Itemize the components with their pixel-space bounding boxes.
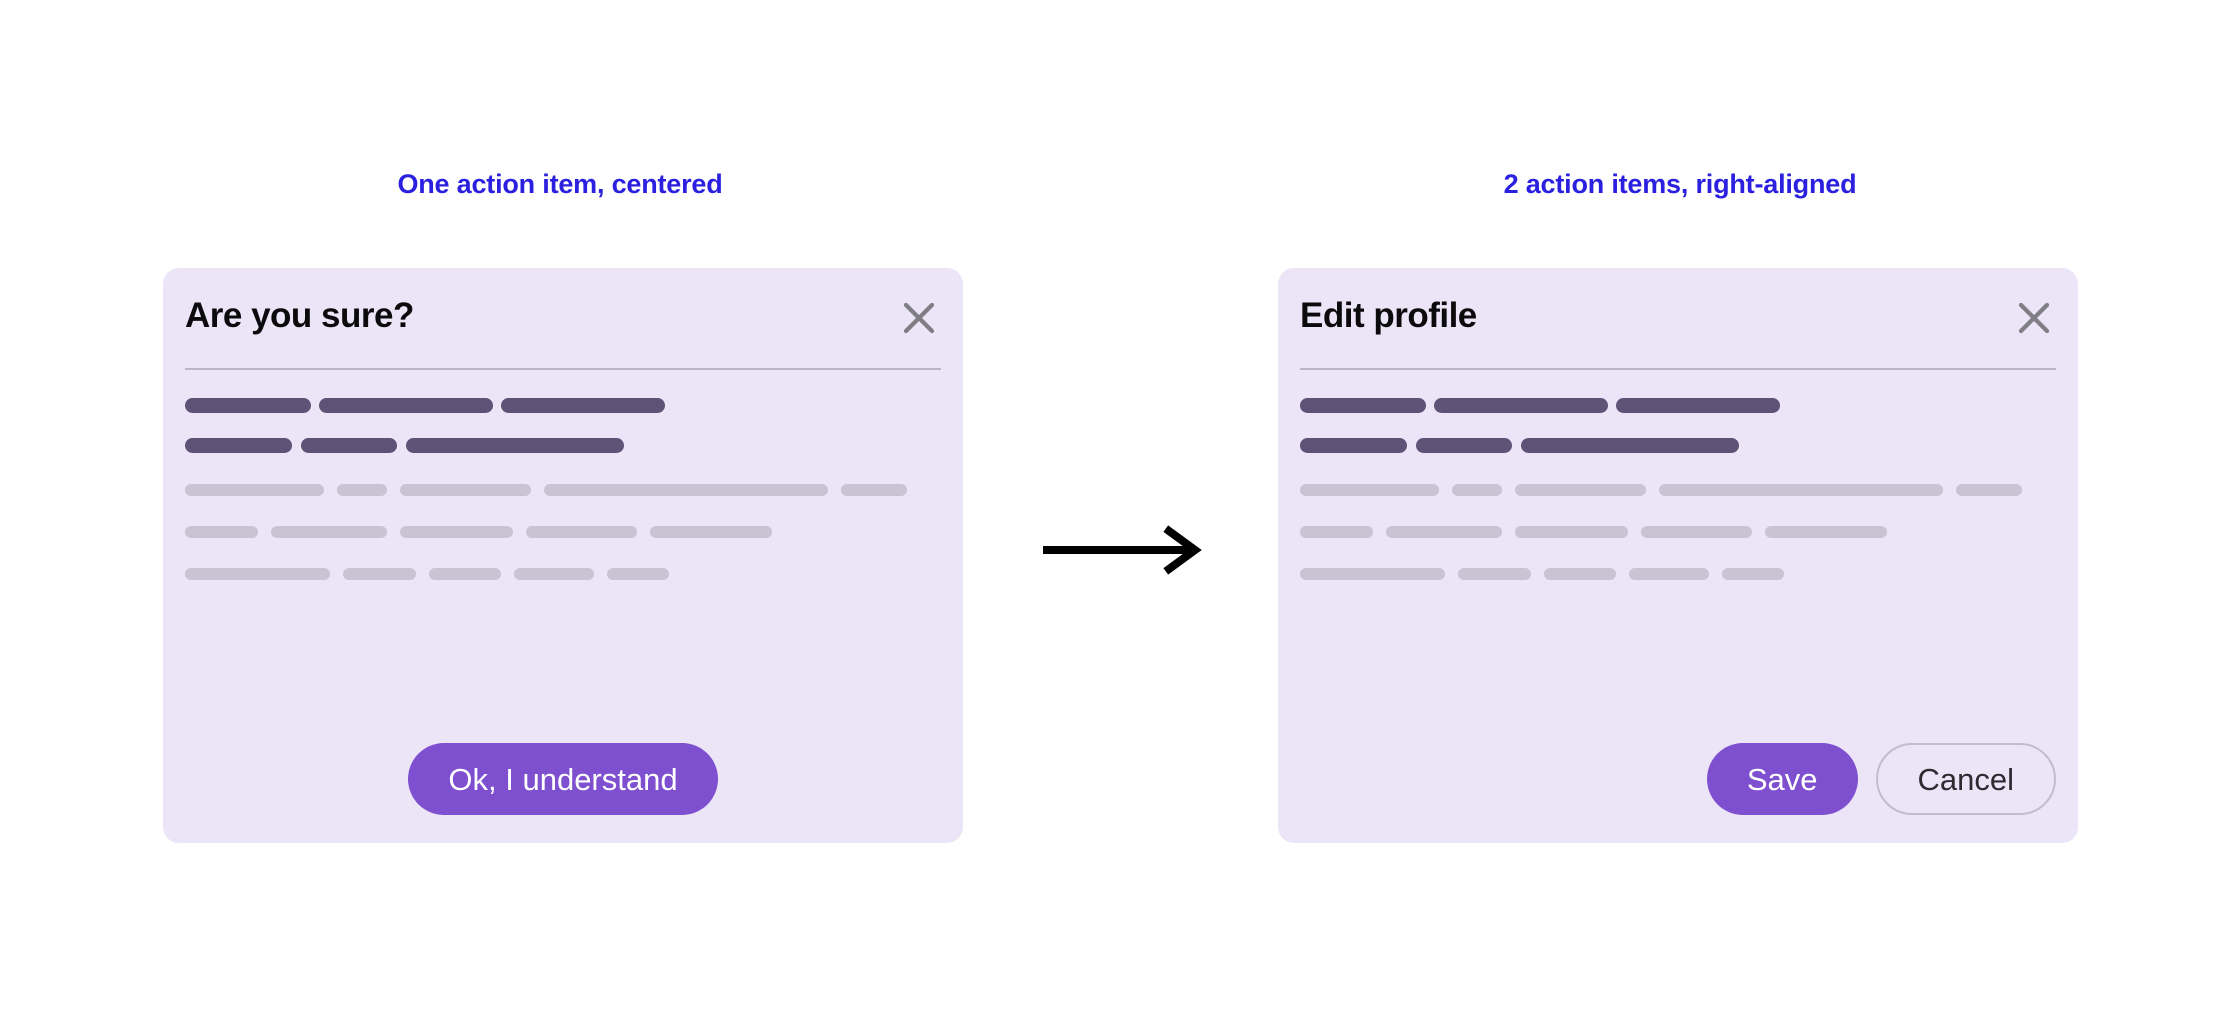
skeleton-row bbox=[1300, 568, 2056, 580]
skeleton-bar bbox=[514, 568, 594, 580]
skeleton-bar bbox=[185, 438, 292, 453]
skeleton-bar bbox=[185, 398, 311, 413]
close-icon[interactable] bbox=[897, 296, 941, 340]
skeleton-bar bbox=[1416, 438, 1512, 453]
header-divider bbox=[1300, 368, 2056, 370]
skeleton-bar bbox=[544, 484, 828, 496]
skeleton-bar bbox=[1544, 568, 1616, 580]
skeleton-bar bbox=[406, 438, 624, 453]
skeleton-bar bbox=[1434, 398, 1608, 413]
skeleton-bar bbox=[1300, 568, 1445, 580]
skeleton-bar bbox=[841, 484, 907, 496]
skeleton-bar bbox=[1515, 526, 1628, 538]
skeleton-bar bbox=[400, 484, 531, 496]
close-icon[interactable] bbox=[2012, 296, 2056, 340]
dialog-title: Are you sure? bbox=[185, 296, 414, 335]
skeleton-row bbox=[185, 398, 941, 413]
skeleton-bar bbox=[1452, 484, 1502, 496]
skeleton-bar bbox=[185, 568, 330, 580]
skeleton-bar bbox=[1521, 438, 1739, 453]
skeleton-row bbox=[185, 526, 941, 538]
skeleton-bar bbox=[271, 526, 387, 538]
skeleton-bar bbox=[1956, 484, 2022, 496]
skeleton-bar bbox=[429, 568, 501, 580]
skeleton-bar bbox=[1300, 526, 1373, 538]
skeleton-bar bbox=[337, 484, 387, 496]
skeleton-row bbox=[1300, 398, 2056, 413]
dialog-header: Edit profile bbox=[1278, 268, 2078, 370]
skeleton-bar bbox=[1629, 568, 1709, 580]
skeleton-row bbox=[1300, 484, 2056, 496]
skeleton-bar bbox=[1300, 398, 1426, 413]
cancel-button[interactable]: Cancel bbox=[1875, 743, 2056, 815]
skeleton-bar bbox=[526, 526, 637, 538]
skeleton-bar bbox=[1386, 526, 1502, 538]
skeleton-row bbox=[185, 438, 941, 453]
skeleton-bar bbox=[1300, 484, 1439, 496]
skeleton-bar bbox=[501, 398, 665, 413]
ok-understand-button[interactable]: Ok, I understand bbox=[408, 743, 718, 815]
skeleton-bar bbox=[185, 484, 324, 496]
dialog-title: Edit profile bbox=[1300, 296, 1477, 335]
skeleton-bar bbox=[1765, 526, 1887, 538]
dialog-card-edit-profile: Edit profile Save Cancel bbox=[1278, 268, 2078, 843]
dialog-actions-right: Save Cancel bbox=[1300, 743, 2056, 815]
dialog-card-confirm: Are you sure? Ok, I understand bbox=[163, 268, 963, 843]
skeleton-bar bbox=[319, 398, 493, 413]
skeleton-content-right bbox=[1300, 398, 2056, 580]
skeleton-row bbox=[1300, 438, 2056, 453]
dialog-header: Are you sure? bbox=[163, 268, 963, 370]
skeleton-content-left bbox=[185, 398, 941, 580]
skeleton-row bbox=[185, 568, 941, 580]
skeleton-bar bbox=[185, 526, 258, 538]
skeleton-bar bbox=[343, 568, 416, 580]
save-button[interactable]: Save bbox=[1706, 743, 1858, 815]
skeleton-bar bbox=[1300, 438, 1407, 453]
skeleton-row bbox=[185, 484, 941, 496]
skeleton-bar bbox=[650, 526, 772, 538]
skeleton-bar bbox=[1616, 398, 1780, 413]
skeleton-bar bbox=[1515, 484, 1646, 496]
skeleton-bar bbox=[1722, 568, 1784, 580]
skeleton-bar bbox=[1659, 484, 1943, 496]
skeleton-bar bbox=[607, 568, 669, 580]
skeleton-row bbox=[1300, 526, 2056, 538]
skeleton-bar bbox=[1458, 568, 1531, 580]
skeleton-bar bbox=[301, 438, 397, 453]
skeleton-bar bbox=[1641, 526, 1752, 538]
header-divider bbox=[185, 368, 941, 370]
skeleton-bar bbox=[400, 526, 513, 538]
dialog-actions-left: Ok, I understand bbox=[185, 743, 941, 815]
caption-right: 2 action items, right-aligned bbox=[1503, 169, 1857, 199]
caption-left: One action item, centered bbox=[397, 169, 723, 199]
arrow-right-icon bbox=[1043, 525, 1202, 575]
